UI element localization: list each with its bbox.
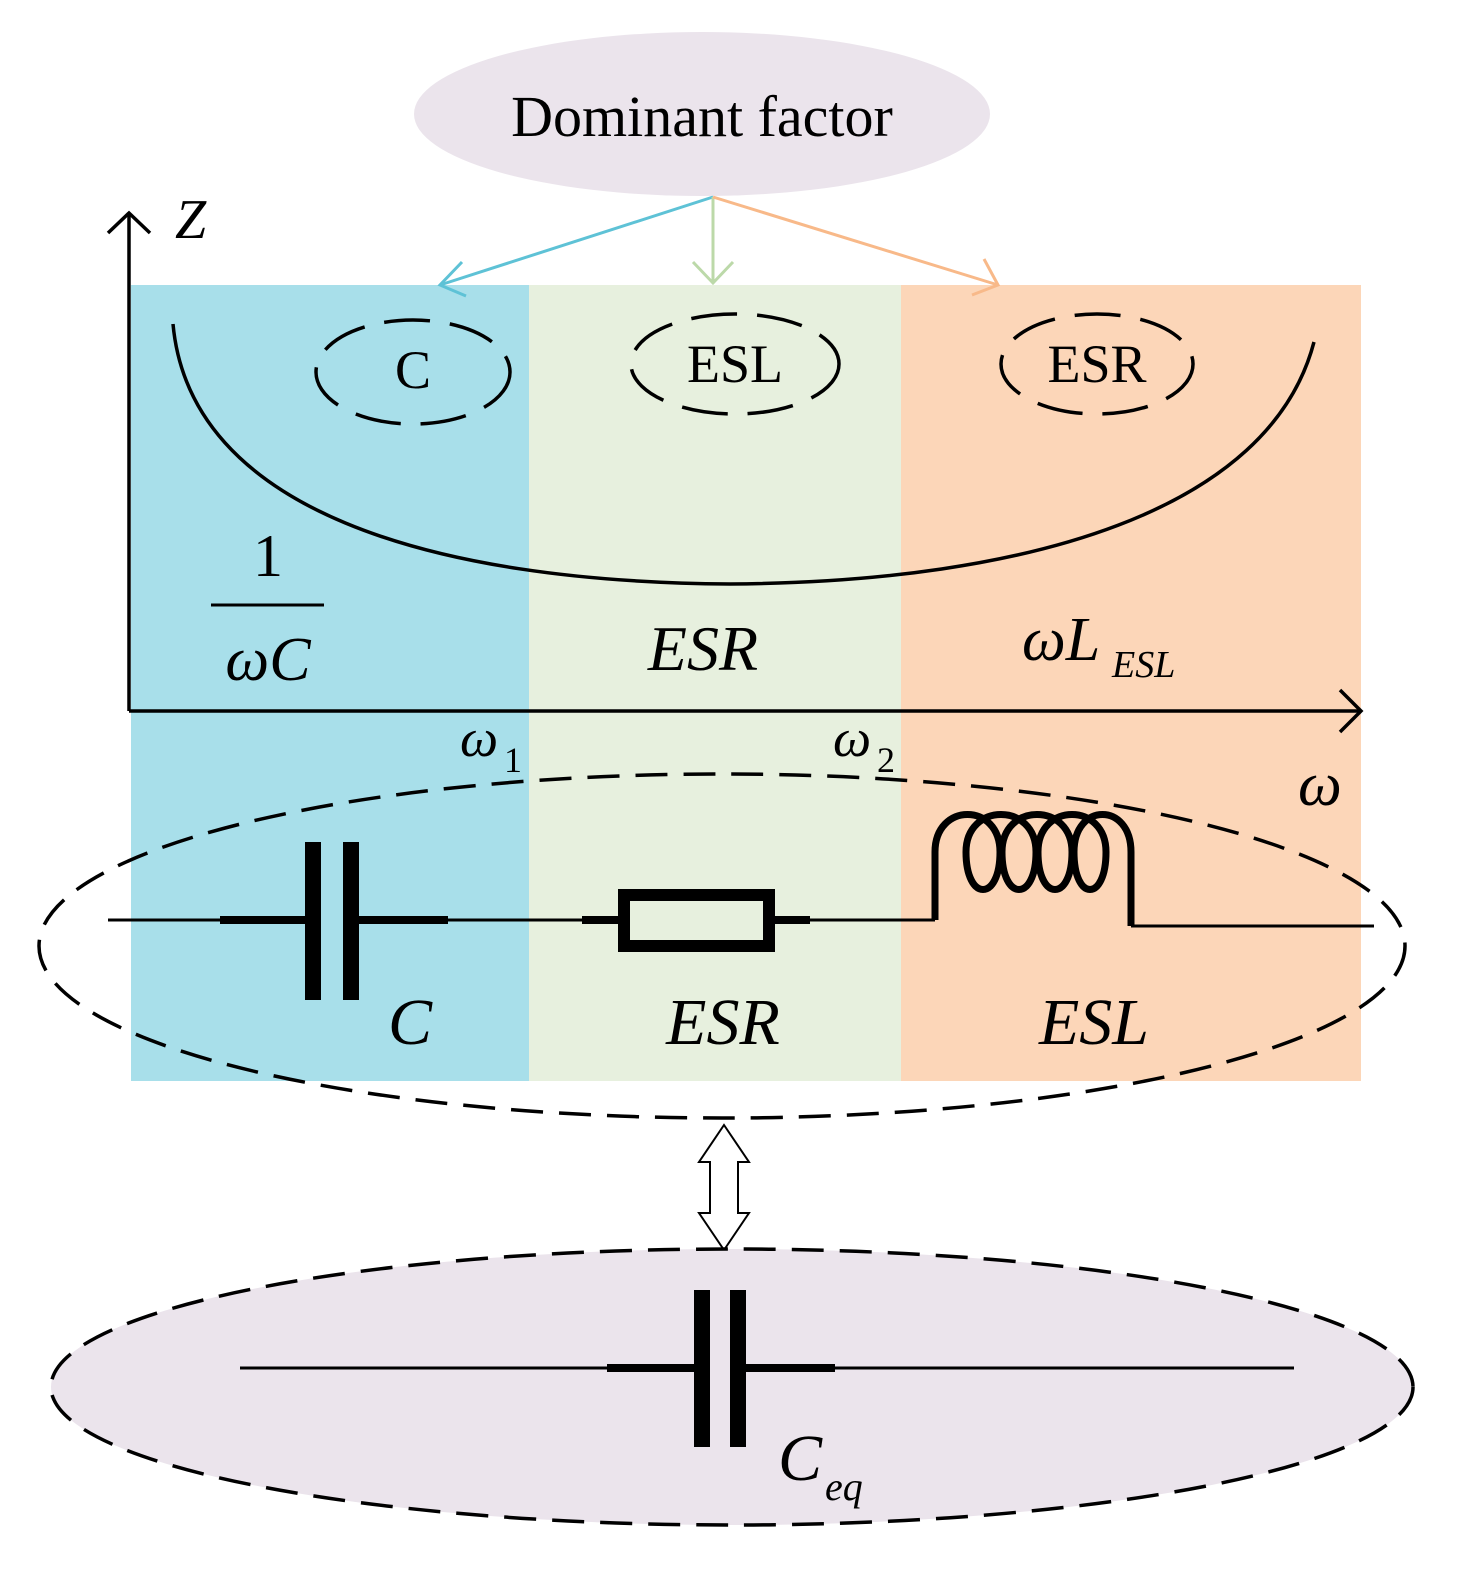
region-right-bg [901,285,1361,1081]
dominant-esl-label: ESL [687,334,783,394]
inductor-esl-symbol [931,811,1135,926]
dominant-esr-label: ESR [1047,334,1146,394]
formula-right-sub: ESL [1111,644,1175,686]
arrow-to-esr [712,195,1001,297]
formula-left-numerator: 1 [253,523,283,589]
capacitor-ceq-subscript: eq [825,1464,863,1509]
capacitor-ceq-symbol [607,1290,835,1447]
resistor-esr-label: ESR [665,986,780,1059]
dominant-c-label: C [395,340,431,400]
capacitor-c-label: C [388,986,433,1059]
series-circuit-ellipse [37,772,1407,1120]
omega1-subscript: 1 [504,740,522,780]
y-axis [106,210,152,711]
arrow-to-c [437,195,714,298]
dominant-c-ellipse [314,318,512,426]
equivalence-double-arrow [697,1123,751,1252]
region-left-bg [131,285,529,1081]
dominant-esl-ellipse [629,312,841,416]
dominant-factor-label: Dominant factor [511,84,893,149]
circuit-wires [108,918,1374,928]
x-axis-label: ω [1298,751,1342,819]
y-axis-label: Z [175,189,207,251]
capacitor-c-symbol [220,842,448,1000]
omega1-label: ω [460,708,498,768]
resistor-esr-symbol [582,889,810,952]
x-axis [129,688,1364,734]
dominant-esr-ellipse [999,312,1195,416]
capacitor-ceq-label: C [778,1422,823,1495]
arrow-to-esl [691,197,735,286]
omega2-label: ω [833,708,871,768]
omega2-subscript: 2 [877,740,895,780]
dominant-factor-ellipse [414,32,990,196]
impedance-curve [171,323,1316,586]
formula-left-denominator: ωC [225,626,311,694]
formula-middle: ESR [647,613,758,684]
inductor-esl-label: ESL [1038,986,1149,1059]
formula-right-main: ωL [1022,606,1100,674]
